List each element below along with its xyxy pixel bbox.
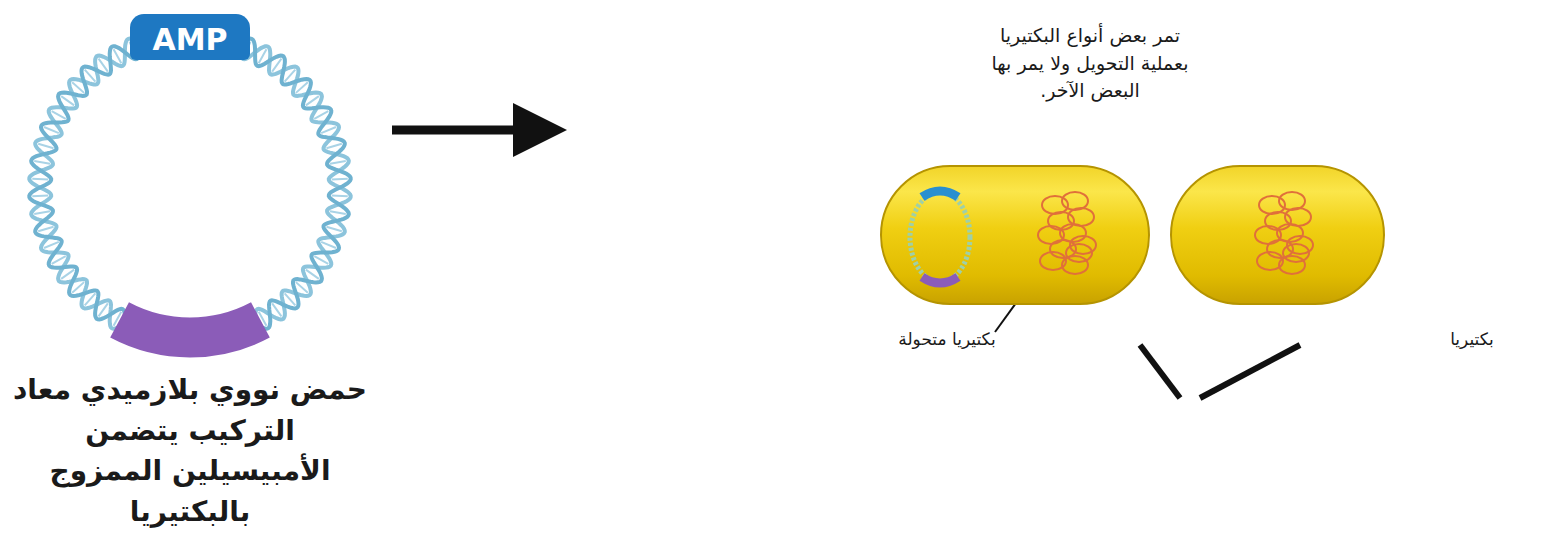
amp-segment xyxy=(922,191,958,197)
transformed-bacterium: بكتيريا متحولة xyxy=(880,165,1150,305)
base-pair xyxy=(330,161,346,164)
base-pair xyxy=(32,178,48,181)
base-pair xyxy=(285,70,296,82)
node-label: بكتيريا xyxy=(1422,327,1522,352)
base-pair xyxy=(332,178,348,181)
amp-gene-band: AMP xyxy=(130,14,250,60)
chromosome xyxy=(1038,192,1096,274)
base-pair xyxy=(85,293,96,305)
base-pair xyxy=(85,70,96,82)
base-pair xyxy=(326,144,341,148)
dna-loop xyxy=(1283,244,1309,262)
bracket-line xyxy=(1200,345,1300,398)
dna-strand xyxy=(29,27,350,348)
gene-segment xyxy=(120,320,261,338)
base-pair xyxy=(72,82,84,93)
base-pair xyxy=(38,227,53,231)
plasmid-circle: حمض نووي بلازميدي معاد التركيب يتضمن الأ… xyxy=(25,18,355,353)
base-pair xyxy=(326,227,341,231)
base-pair xyxy=(296,282,308,293)
shape-outline xyxy=(25,18,355,353)
base-pair xyxy=(330,211,346,214)
base-pair xyxy=(321,127,336,133)
process-arrow xyxy=(392,126,540,135)
bacterium: بكتيريا xyxy=(1170,165,1385,305)
base-pair xyxy=(296,82,308,93)
bracket-line xyxy=(1140,345,1180,398)
base-pair xyxy=(32,194,48,197)
dna-loop xyxy=(1066,244,1092,262)
chromosome xyxy=(1255,192,1313,274)
dna-loop xyxy=(1048,212,1074,230)
node-label: AMP xyxy=(130,18,250,62)
shape-outline xyxy=(1172,167,1387,307)
node-label: بكتيريا متحولة xyxy=(882,327,1012,352)
base-pair xyxy=(321,242,336,248)
base-pair xyxy=(34,161,50,164)
base-pair xyxy=(34,211,50,214)
note-label: تمر بعض أنواع البكتيريا بعملية التحويل و… xyxy=(985,22,1195,105)
node-label: حمض نووي بلازميدي معاد التركيب يتضمن الأ… xyxy=(10,370,370,532)
base-pair xyxy=(44,242,59,248)
dna-loop xyxy=(1279,256,1305,274)
base-pair xyxy=(44,127,59,133)
dna-strand xyxy=(29,27,350,348)
gene-segment xyxy=(922,277,958,283)
base-pair xyxy=(285,293,296,305)
dna-loop xyxy=(1062,256,1088,274)
base-pair xyxy=(332,194,348,197)
base-pair xyxy=(38,144,53,148)
base-pair xyxy=(72,282,84,293)
dna-loop xyxy=(1265,212,1291,230)
small-plasmid xyxy=(910,192,970,282)
shape-outline xyxy=(882,167,1152,307)
